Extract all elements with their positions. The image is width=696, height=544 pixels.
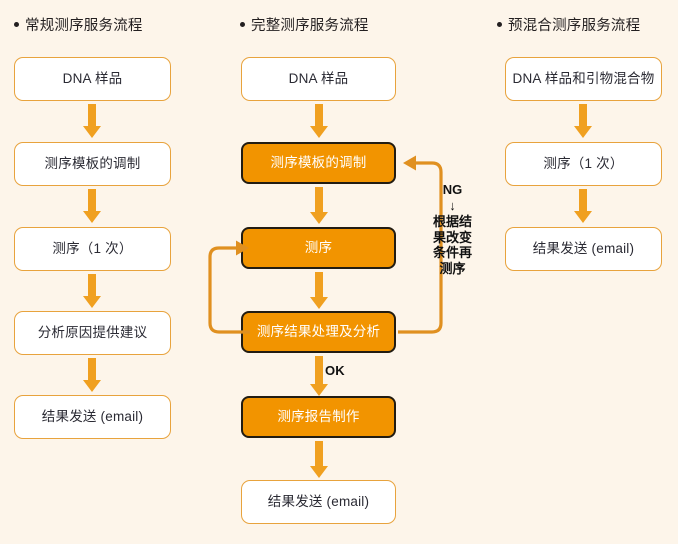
arrow-c3-1 [564,104,602,138]
arrow-c3-2 [564,189,602,223]
node-c2-result-processing[interactable]: 测序结果处理及分析 [241,311,396,353]
loop-reanalyze-to-sequencing [208,240,250,334]
arrow-c1-3 [73,274,111,308]
arrow-c2-3 [300,272,338,309]
ng-line-3: 条件再 [432,245,472,261]
arrow-c1-1 [73,104,111,138]
node-c1-analysis-advice[interactable]: 分析原因提供建议 [14,311,171,355]
bullet-icon [14,22,19,28]
ng-arrow-icon: ↓ [449,197,456,213]
node-c1-sequencing-once[interactable]: 测序（1 次） [14,227,171,271]
node-c2-result-email[interactable]: 结果发送 (email) [241,480,396,524]
node-c2-sequencing[interactable]: 测序 [241,227,396,269]
column-heading-standard: 常规测序服务流程 [14,14,143,35]
node-c1-template-prep[interactable]: 测序模板的调制 [14,142,171,186]
arrow-c2-4-ok [300,356,338,396]
ng-title: NG [442,182,463,197]
node-c1-result-email[interactable]: 结果发送 (email) [14,395,171,439]
node-c3-result-email[interactable]: 结果发送 (email) [505,227,662,271]
node-c2-dna-sample[interactable]: DNA 样品 [241,57,396,101]
node-c2-template-prep[interactable]: 测序模板的调制 [241,142,396,184]
bullet-icon [497,22,502,28]
loop-ng-to-template-prep [398,155,443,334]
arrow-c1-2 [73,189,111,223]
node-c1-dna-sample[interactable]: DNA 样品 [14,57,171,101]
column-heading-complete: 完整测序服务流程 [240,14,369,35]
bullet-icon [240,22,245,28]
arrow-c2-5 [300,441,338,478]
arrow-c2-1 [300,104,338,138]
ng-line-1: 根据结 [432,213,472,229]
edge-label-ng: NG ↓ 根据结 果改变 条件再 测序 [425,182,480,277]
column-heading-premixed: 预混合测序服务流程 [497,14,640,35]
ng-line-2: 果改变 [432,229,472,245]
arrow-c1-4 [73,358,111,392]
edge-label-ok: OK [325,363,345,378]
node-c3-sequencing-once[interactable]: 测序（1 次） [505,142,662,186]
node-c2-report[interactable]: 测序报告制作 [241,396,396,438]
node-c3-dna-primer-mix[interactable]: DNA 样品和引物混合物 [505,57,662,101]
ng-line-4: 测序 [439,261,466,277]
arrow-c2-2 [300,187,338,224]
